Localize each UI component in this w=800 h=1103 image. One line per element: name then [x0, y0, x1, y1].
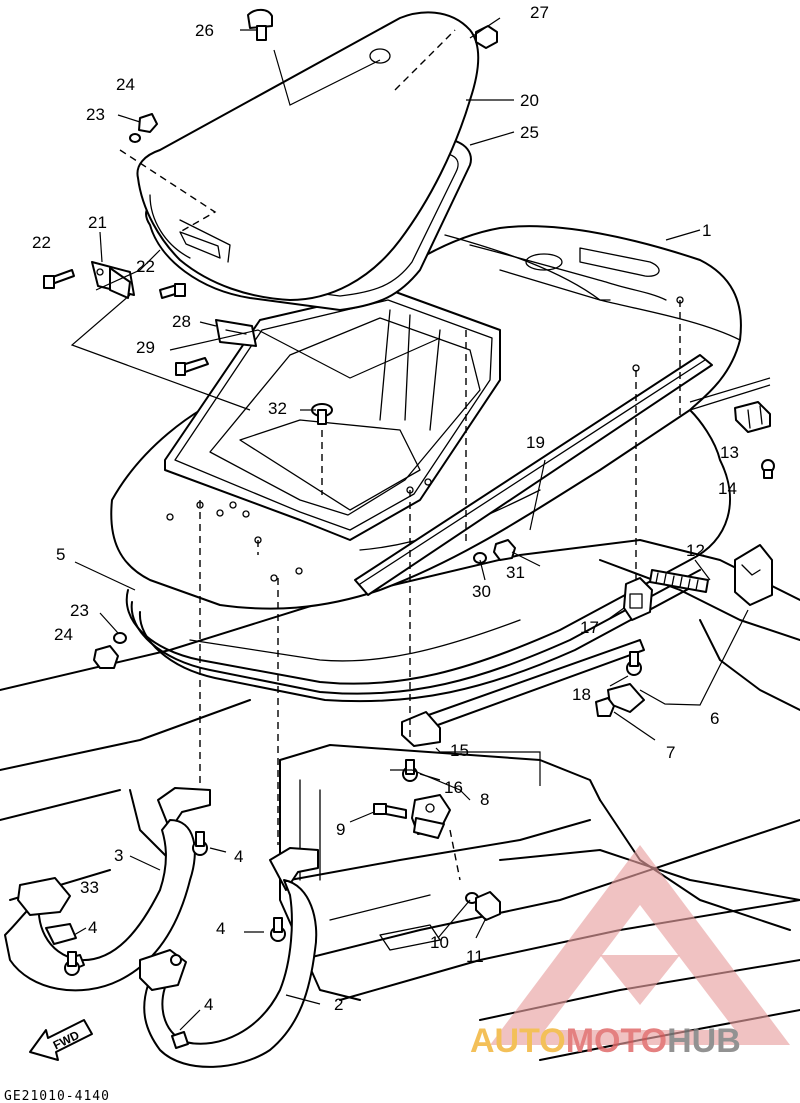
callout-13: 13 [720, 443, 739, 462]
cap-32 [311, 403, 333, 425]
callout-23-left: 23 [70, 601, 89, 620]
callout-6: 6 [710, 709, 719, 728]
washer-23-left [113, 632, 127, 644]
callout-26: 26 [195, 21, 214, 40]
nut-24-top [138, 113, 158, 133]
callout-4-c: 4 [216, 919, 225, 938]
screw-26 [247, 8, 273, 41]
callout-2: 2 [334, 995, 343, 1014]
callout-24-top: 24 [116, 75, 135, 94]
screw-4-b [270, 917, 286, 942]
watermark-logo: AUTOMOTOHUB [470, 845, 790, 1060]
bracket-13 [734, 401, 771, 433]
washer-30 [473, 552, 487, 564]
callout-7: 7 [666, 743, 675, 762]
callout-22-right: 22 [136, 257, 155, 276]
callout-16: 16 [444, 778, 463, 797]
callout-24-left: 24 [54, 625, 73, 644]
callout-18: 18 [572, 685, 591, 704]
nut-27 [475, 25, 498, 49]
callout-15: 15 [450, 741, 469, 760]
svg-text:AUTOMOTOHUB: AUTOMOTOHUB [470, 1022, 741, 1060]
fwd-arrow: FWD [29, 1019, 93, 1061]
callout-4-a: 4 [234, 847, 243, 866]
callout-19: 19 [526, 433, 545, 452]
callout-32: 32 [268, 399, 287, 418]
assembly-dashed-lines [119, 29, 681, 881]
bolt-18 [626, 651, 642, 676]
hinge-21 [91, 261, 135, 299]
callout-29: 29 [136, 338, 155, 357]
callout-23-top: 23 [86, 105, 105, 124]
screw-4-c [64, 951, 80, 976]
callout-27: 27 [530, 3, 549, 22]
lid-20 [136, 11, 480, 301]
watermark-auto: AUTO [470, 1022, 566, 1060]
callout-8: 8 [480, 790, 489, 809]
watermark-hub: HUB [667, 1022, 741, 1060]
callout-20: 20 [520, 91, 539, 110]
bracket-17 [623, 577, 653, 621]
hull-deck-outline [0, 539, 800, 1061]
callout-25: 25 [520, 123, 539, 142]
callout-33: 33 [80, 878, 99, 897]
callout-4-b: 4 [88, 918, 97, 937]
grip-handle-3 [4, 787, 211, 992]
callout-11: 11 [466, 947, 484, 966]
washer-23-top [129, 133, 141, 143]
bolt-29 [175, 357, 209, 376]
seal-strip-19 [354, 354, 713, 596]
watermark-moto: MOTO [566, 1022, 667, 1060]
callout-17: 17 [580, 618, 599, 637]
lock-12 [649, 569, 709, 593]
callout-4-d: 4 [204, 995, 213, 1014]
callout-31: 31 [506, 563, 525, 582]
leader-lines [70, 17, 771, 1031]
diagram-code: GE21010-4140 [4, 1089, 110, 1103]
nut-24-left [93, 645, 119, 669]
bracket-8 [411, 794, 451, 839]
nut-31 [493, 539, 516, 561]
bolt-14 [761, 459, 775, 479]
callout-14: 14 [718, 479, 737, 498]
callout-22-left: 22 [32, 233, 51, 252]
callout-28: 28 [172, 312, 191, 331]
callout-1: 1 [702, 221, 711, 240]
bolt-22-right [159, 283, 186, 299]
bolt-9 [373, 803, 407, 819]
callout-labels: 26 27 20 24 23 25 1 21 22 22 28 29 32 19… [32, 3, 739, 1014]
callout-21: 21 [88, 213, 107, 232]
nut-11 [475, 891, 501, 921]
bolt-22-left [43, 269, 75, 289]
callout-10: 10 [430, 933, 449, 952]
grip-handle-2 [139, 847, 319, 1068]
latch-6 [734, 544, 773, 606]
callout-12: 12 [686, 541, 705, 560]
brace-15 [401, 639, 645, 747]
callout-30: 30 [472, 582, 491, 601]
nut-7 [595, 697, 615, 717]
screw-4-a [192, 831, 208, 856]
watermark-triangle-icon [490, 845, 790, 1045]
callout-9: 9 [336, 820, 345, 839]
callout-3: 3 [114, 846, 123, 865]
seal-5 [125, 409, 731, 703]
callout-5: 5 [56, 545, 65, 564]
latch-28 [215, 319, 257, 347]
